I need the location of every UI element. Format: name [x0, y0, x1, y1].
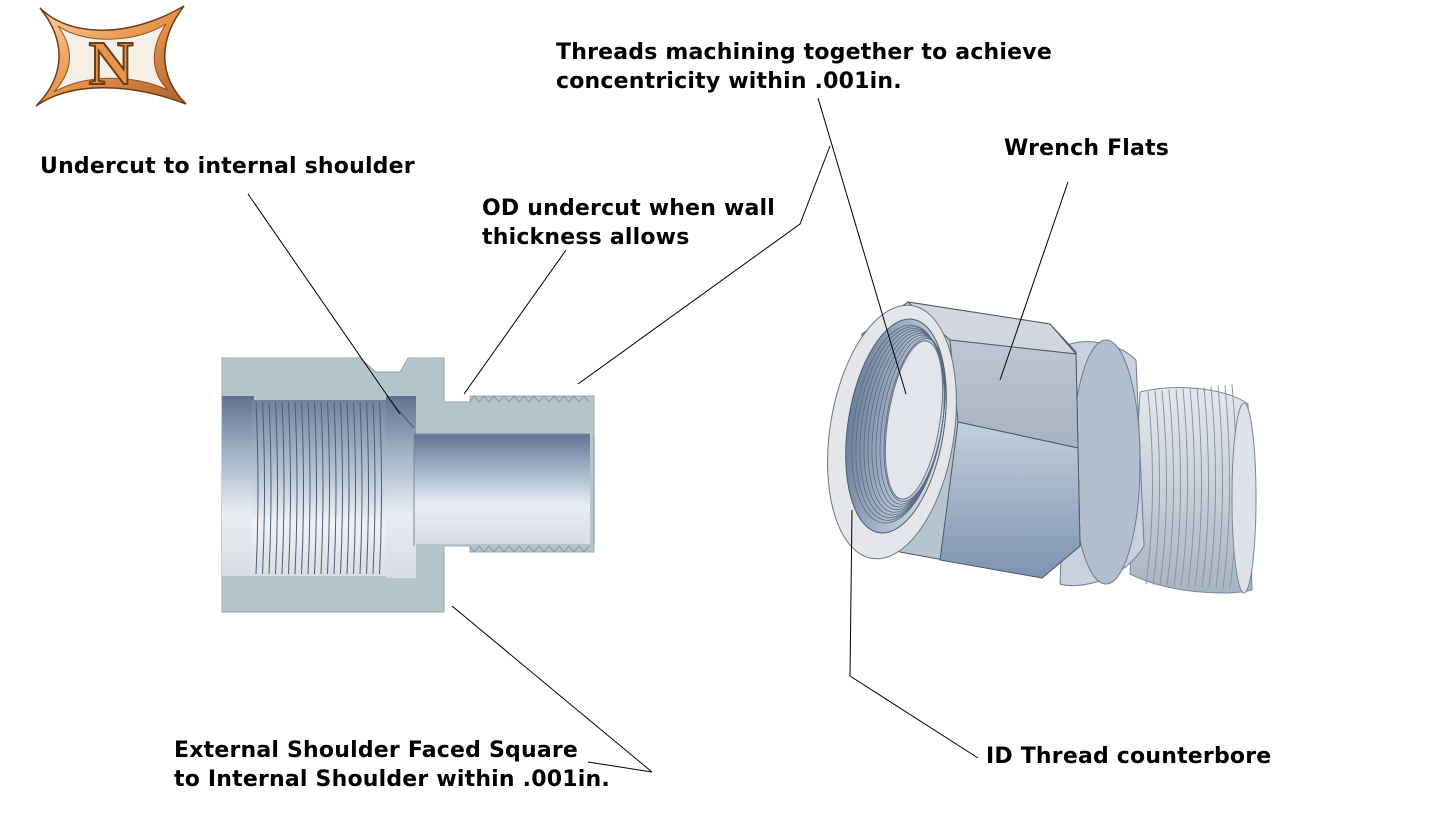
hex-lower-face [939, 421, 1081, 579]
leader-undercut [247, 193, 401, 415]
thread-tooth-row-top [469, 395, 590, 403]
callout-external-shoulder-line1: External Shoulder Faced Square [174, 738, 579, 763]
callout-external-shoulder: External Shoulder Faced Square to Intern… [174, 736, 610, 794]
leader-id-counterbore [849, 509, 979, 759]
callout-od-undercut: OD undercut when wall thickness allows [482, 194, 775, 252]
callout-od-undercut-line2: thickness allows [482, 225, 690, 250]
callout-threads-machining: Threads machining together to achieve co… [556, 38, 1052, 96]
id-counterbore [222, 396, 254, 576]
callout-undercut-internal-shoulder: Undercut to internal shoulder [40, 154, 415, 179]
male-thread-line [1222, 385, 1231, 589]
male-thread-line [1194, 387, 1203, 587]
external-thread-teeth [469, 395, 590, 553]
male-thread-lines [1145, 384, 1238, 589]
thread-line [255, 401, 259, 575]
thread-line [353, 401, 356, 575]
male-thread-line [1152, 390, 1161, 585]
leader-od-undercut [463, 249, 567, 395]
male-thread-line [1145, 391, 1154, 585]
thread-line [340, 401, 343, 575]
leader-threads-left [577, 145, 831, 385]
n-monogram-logo-icon: N [35, 5, 187, 107]
thread-line [262, 401, 265, 575]
thread-line [275, 401, 278, 575]
thread-line [366, 401, 369, 575]
leader-lines [247, 97, 1069, 773]
thread-line [288, 401, 291, 575]
thread-line [268, 401, 272, 575]
internal-thread-rings [851, 324, 946, 524]
callout-od-undercut-line1: OD undercut when wall [482, 196, 776, 221]
thread-line [327, 401, 330, 575]
thread-line [294, 401, 298, 575]
thread-line [346, 401, 350, 575]
male-thread-line [1187, 387, 1196, 587]
thread-tooth-row-bottom [469, 545, 590, 553]
logo-letter: N [89, 30, 134, 98]
internal-undercut [386, 396, 416, 578]
callout-external-shoulder-line2: to Internal Shoulder within .001in. [174, 767, 610, 792]
thread-line [320, 401, 324, 575]
callout-wrench-flats: Wrench Flats [1004, 136, 1170, 161]
male-thread-line [1215, 385, 1224, 588]
leader-wrench-flats [999, 181, 1069, 381]
adapter-3d-view [827, 301, 1257, 594]
adapter-cross-section [221, 357, 595, 613]
thread-line [372, 401, 376, 575]
male-thread-line [1201, 386, 1210, 588]
thread-line [301, 401, 304, 575]
male-thread-line [1166, 389, 1175, 586]
male-thread-line [1180, 388, 1189, 587]
male-thread-line [1159, 390, 1168, 586]
internal-thread-lines [255, 401, 382, 575]
male-thread-line [1173, 389, 1182, 586]
thread-line [314, 401, 317, 575]
leader-shoulder-a [451, 605, 653, 773]
callout-id-thread-counterbore: ID Thread counterbore [986, 744, 1272, 769]
internal-thread-bore [252, 400, 388, 576]
leader-threads-right [817, 97, 907, 395]
male-thread-line [1208, 386, 1217, 588]
through-bore [414, 434, 590, 544]
thread-line [307, 401, 311, 575]
thread-line [359, 401, 363, 575]
leader-shoulder-b [587, 761, 653, 773]
thread-ring [883, 338, 946, 502]
callout-threads-machining-line2: concentricity within .001in. [556, 69, 902, 94]
thread-line [333, 401, 337, 575]
callout-threads-machining-line1: Threads machining together to achieve [556, 40, 1052, 65]
thread-line [281, 401, 285, 575]
thread-line [379, 401, 382, 575]
